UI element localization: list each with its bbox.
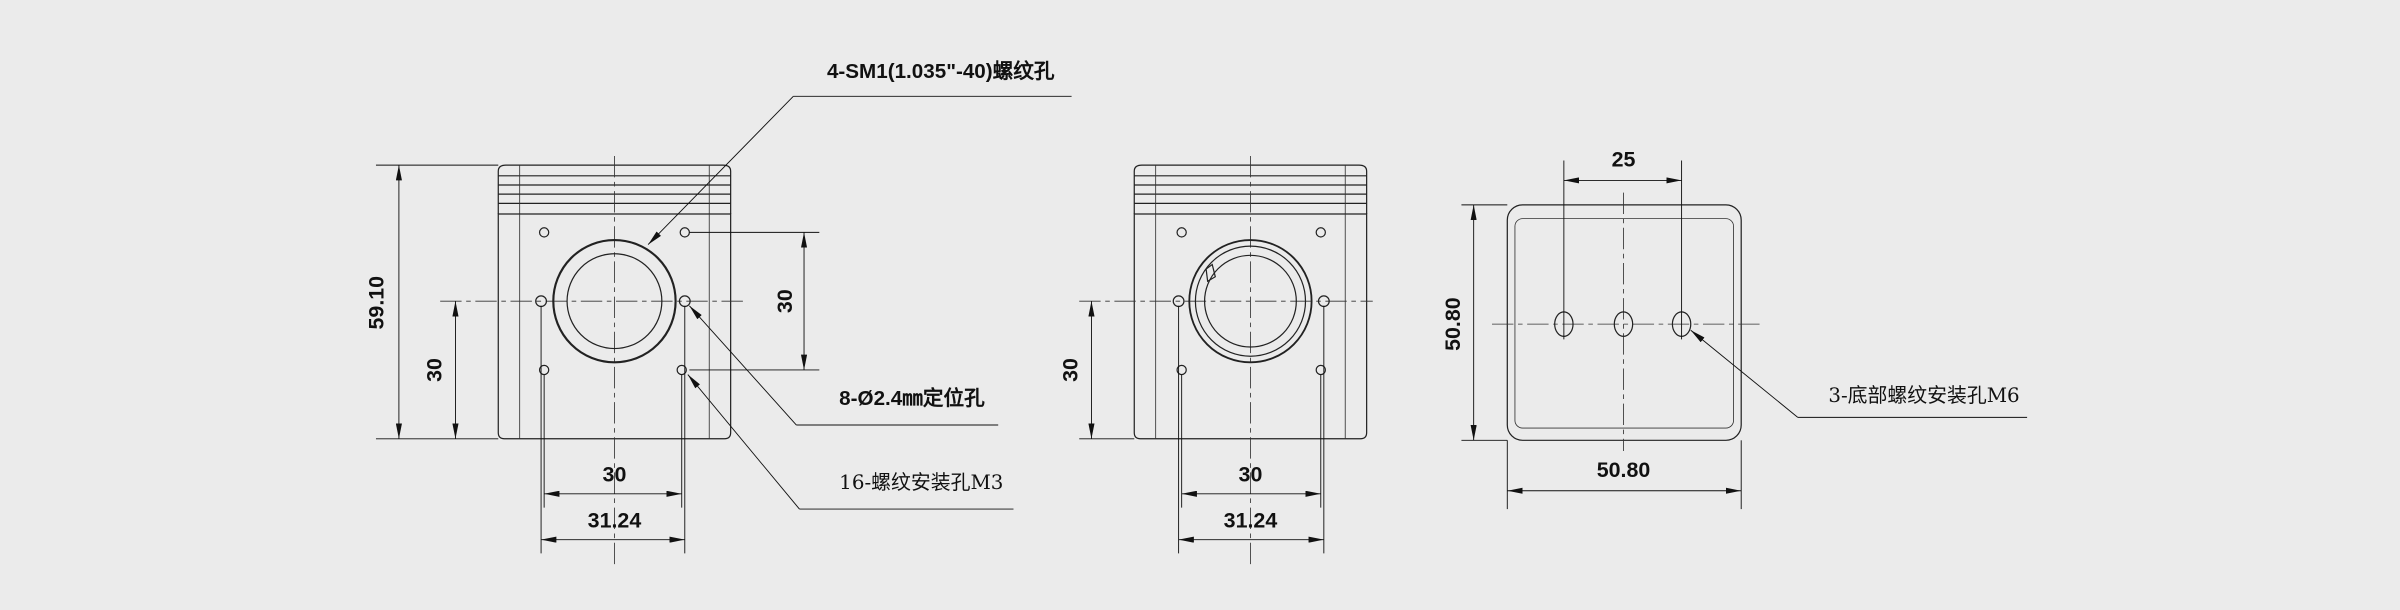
bottom-view: 25 50.80 50.80 3-底部螺纹安装孔M6: [1441, 148, 2028, 510]
front-view: 59.10 30 30 30 31.24 4-SM1(1.035"-40)螺纹孔…: [365, 59, 1072, 566]
dim-width: 50.80: [1597, 458, 1651, 482]
dim-left: 30: [1059, 358, 1083, 382]
dimensions: [375, 95, 1072, 554]
callout-pin: 8-Ø2.4㎜定位孔: [839, 386, 985, 410]
dim-bottom-inner: 30: [603, 463, 627, 487]
body-outline: [497, 213, 732, 440]
dim-height: 59.10: [365, 276, 389, 330]
body-outline: [1133, 213, 1368, 440]
sm1-port: [552, 238, 677, 364]
dim-right: 30: [773, 289, 797, 313]
back-view: 30 30 31.24: [1059, 155, 1373, 566]
dim-left: 30: [423, 358, 447, 382]
sensor-port: [1188, 239, 1313, 364]
dim-hole-spacing: 25: [1612, 148, 1636, 172]
dim-bottom-outer: 31.24: [588, 508, 642, 532]
callout-mount: 3-底部螺纹安装孔M6: [1828, 384, 2019, 407]
callout-mount: 16-螺纹安装孔M3: [839, 471, 1003, 494]
dim-bottom-inner: 30: [1239, 463, 1263, 487]
dim-bottom-outer: 31.24: [1224, 508, 1278, 532]
dim-height: 50.80: [1441, 297, 1465, 351]
callout-thread: 4-SM1(1.035"-40)螺纹孔: [827, 59, 1055, 83]
base-outline: [1506, 204, 1742, 441]
